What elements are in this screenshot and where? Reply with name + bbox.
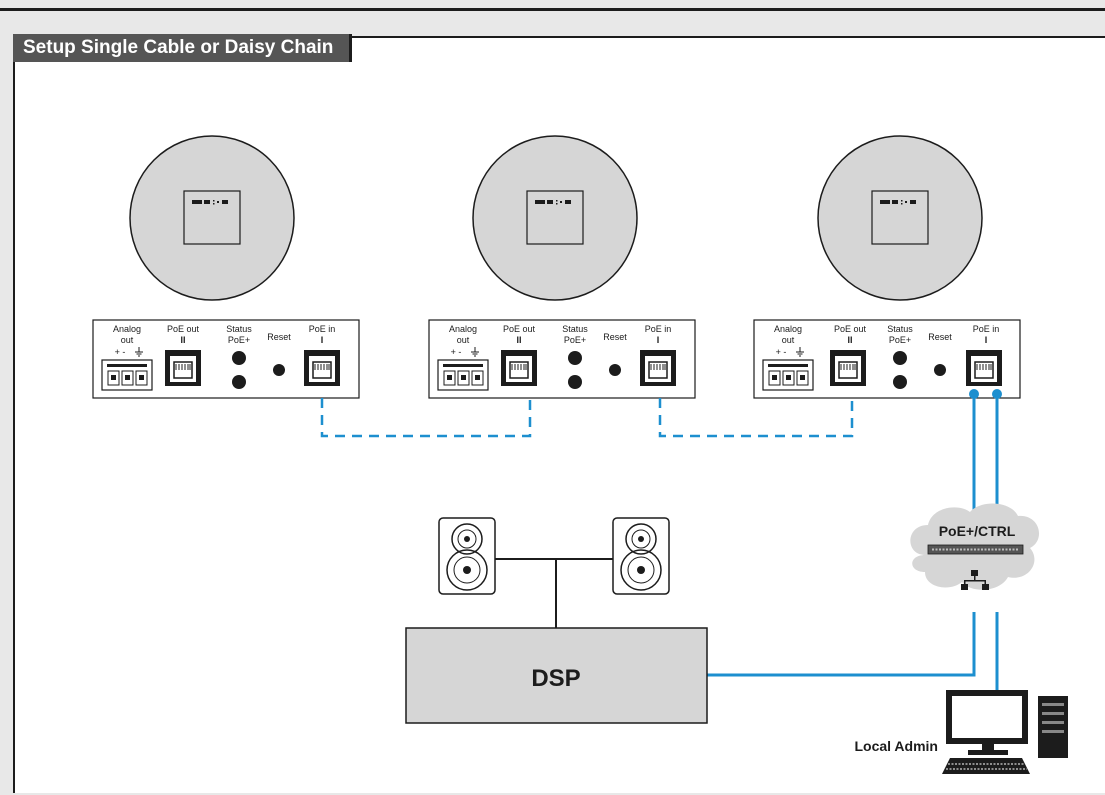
analog-out-terminal bbox=[101, 359, 153, 391]
poe-out-port bbox=[500, 349, 538, 387]
poe-in-port bbox=[303, 349, 341, 387]
analog-out-terminal bbox=[762, 359, 814, 391]
out-label: out bbox=[782, 335, 795, 345]
computer-icon bbox=[942, 690, 1030, 774]
ground-icon bbox=[796, 347, 804, 357]
status-poe-label: PoE+ bbox=[228, 335, 250, 345]
daisy-chain-cable-2 bbox=[658, 398, 854, 438]
poe-out-port bbox=[829, 349, 867, 387]
top-bar bbox=[0, 0, 1105, 11]
reset-label: Reset bbox=[267, 332, 291, 342]
terminal-polarity-label: + - bbox=[776, 347, 787, 357]
poe-in-label: PoE in bbox=[309, 324, 336, 334]
daisy-chain-cable-1 bbox=[320, 398, 532, 438]
network-icon bbox=[961, 570, 989, 590]
poe-led bbox=[232, 375, 246, 389]
terminal-polarity-label: + - bbox=[451, 347, 462, 357]
poe-in-label: PoE in bbox=[645, 324, 672, 334]
speaker-icon bbox=[612, 517, 670, 595]
status-led bbox=[893, 351, 907, 365]
switch-label: PoE+/CTRL bbox=[939, 523, 1016, 539]
diagram-title: Setup Single Cable or Daisy Chain bbox=[13, 34, 353, 62]
reset-label: Reset bbox=[928, 332, 952, 342]
speaker-wiring bbox=[495, 558, 613, 628]
dsp-box bbox=[405, 627, 708, 724]
poe-out-label: PoE out bbox=[503, 324, 536, 334]
terminal-polarity-label: + - bbox=[115, 347, 126, 357]
poe-out-port bbox=[164, 349, 202, 387]
poe-in-port bbox=[965, 349, 1003, 387]
reset-label: Reset bbox=[603, 332, 627, 342]
connector-panel-middle: Analog out + - PoE out II Status PoE+ Re… bbox=[428, 319, 696, 399]
ground-icon bbox=[471, 347, 479, 357]
poe-out-label: PoE out bbox=[834, 324, 867, 334]
poe-in-number: I bbox=[985, 335, 988, 345]
poe-in-number: I bbox=[657, 335, 660, 345]
status-led bbox=[232, 351, 246, 365]
status-poe-label: PoE+ bbox=[564, 335, 586, 345]
dsp-label: DSP bbox=[531, 665, 580, 692]
status-led bbox=[568, 351, 582, 365]
connector-panel-right: Analog out + - PoE out II Status PoE+ Re… bbox=[753, 319, 1021, 399]
pc-tower-icon bbox=[1038, 696, 1068, 758]
status-poe-label: PoE+ bbox=[889, 335, 911, 345]
ceiling-microphone-left bbox=[129, 135, 295, 301]
analog-label: Analog bbox=[774, 324, 802, 334]
cable-plug bbox=[992, 389, 1002, 399]
ground-icon bbox=[135, 347, 143, 357]
reset-button bbox=[273, 364, 285, 376]
poe-out-label: PoE out bbox=[167, 324, 200, 334]
status-label: Status bbox=[562, 324, 588, 334]
poe-out-number: II bbox=[847, 335, 852, 345]
analog-label: Analog bbox=[113, 324, 141, 334]
poe-in-port bbox=[639, 349, 677, 387]
analog-out-terminal bbox=[437, 359, 489, 391]
analog-label: Analog bbox=[449, 324, 477, 334]
dsp-cable bbox=[707, 612, 976, 677]
cable-plug bbox=[969, 389, 979, 399]
status-label: Status bbox=[887, 324, 913, 334]
speaker-icon bbox=[438, 517, 496, 595]
reset-button bbox=[934, 364, 946, 376]
poe-out-number: II bbox=[180, 335, 185, 345]
poe-led bbox=[893, 375, 907, 389]
network-switch-icon bbox=[927, 544, 1024, 555]
poe-out-number: II bbox=[516, 335, 521, 345]
ceiling-microphone-right bbox=[817, 135, 983, 301]
reset-button bbox=[609, 364, 621, 376]
poe-led bbox=[568, 375, 582, 389]
ceiling-microphone-middle bbox=[472, 135, 638, 301]
out-label: out bbox=[457, 335, 470, 345]
admin-label: Local Admin bbox=[855, 738, 939, 754]
connector-panel-left: Analog out + - PoE out II Status PoE+ Re… bbox=[92, 319, 360, 399]
poe-in-label: PoE in bbox=[973, 324, 1000, 334]
status-label: Status bbox=[226, 324, 252, 334]
out-label: out bbox=[121, 335, 134, 345]
poe-in-number: I bbox=[321, 335, 324, 345]
